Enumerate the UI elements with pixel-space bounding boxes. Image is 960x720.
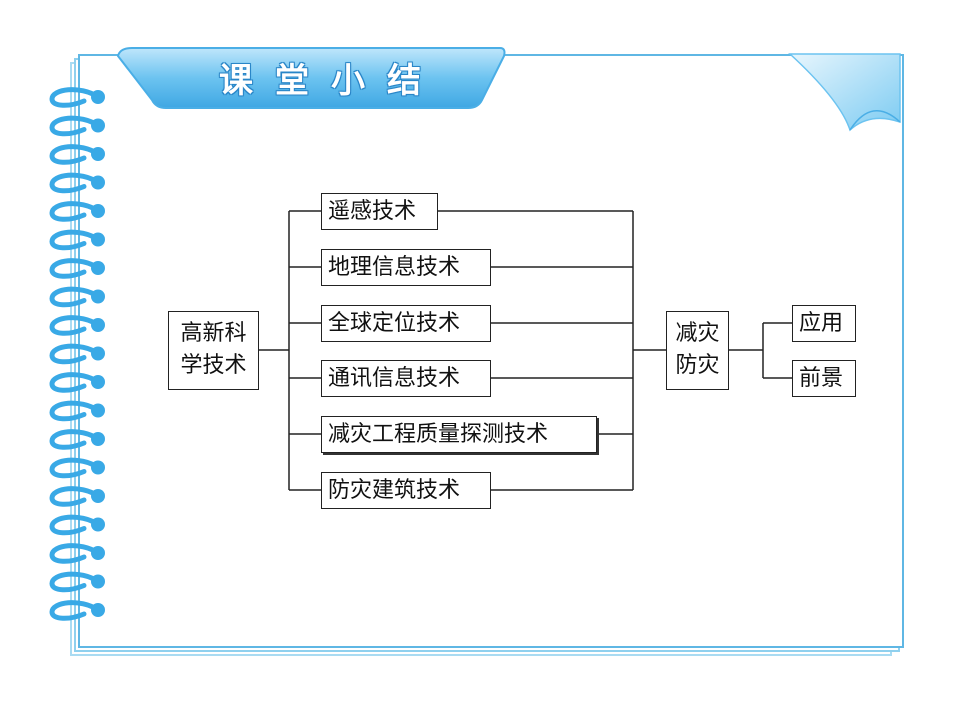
binding-ring-icon — [49, 372, 101, 393]
tech-node-quality-detection: 减灾工程质量探测技术 — [321, 416, 597, 453]
spiral-binding-rings — [49, 87, 105, 621]
binding-ring-icon — [49, 457, 101, 479]
tech-node-gis: 地理信息技术 — [321, 249, 491, 286]
binding-hole-icon — [91, 261, 105, 275]
tech-node-gps: 全球定位技术 — [321, 305, 491, 342]
binding-hole-icon — [91, 574, 105, 589]
root-label-line1: 高新科 — [180, 321, 247, 346]
binding-hole-icon — [91, 403, 105, 418]
binding-ring-icon — [49, 229, 101, 251]
binding-ring-icon — [49, 286, 101, 308]
binding-hole-icon — [91, 603, 105, 617]
binding-hole-icon — [91, 147, 105, 161]
binding-hole-icon — [91, 346, 105, 361]
tech-node-construction: 防灾建筑技术 — [321, 472, 491, 509]
binding-ring-icon — [49, 400, 101, 422]
binding-ring-icon — [49, 571, 101, 593]
target-label-line1: 减灾 — [675, 321, 720, 346]
root-label-line2: 学技术 — [180, 353, 247, 378]
binding-hole-icon — [91, 204, 105, 218]
binding-hole-icon — [91, 318, 105, 332]
tech-node-remote-sensing: 遥感技术 — [321, 193, 438, 230]
binding-hole-icon — [91, 375, 105, 389]
outcome-node-prospect: 前景 — [792, 360, 856, 397]
outcome-node-application: 应用 — [792, 305, 856, 342]
binding-ring-icon — [49, 144, 101, 165]
binding-hole-icon — [91, 432, 105, 446]
binding-hole-icon — [91, 546, 105, 560]
binding-ring-icon — [49, 543, 101, 564]
binding-ring-icon — [49, 258, 101, 279]
binding-ring-icon — [49, 172, 101, 194]
binding-ring-icon — [49, 115, 101, 137]
binding-hole-icon — [91, 118, 105, 133]
binding-ring-icon — [49, 315, 101, 336]
title-tab-shape — [116, 47, 506, 109]
binding-hole-icon — [91, 175, 105, 190]
binding-ring-icon — [49, 201, 101, 222]
binding-hole-icon — [91, 90, 105, 104]
binding-ring-icon — [49, 429, 101, 450]
binding-hole-icon — [91, 460, 105, 475]
binding-ring-icon — [49, 87, 101, 108]
binding-hole-icon — [91, 517, 105, 532]
binding-ring-icon — [49, 514, 101, 536]
root-node: 高新科 学技术 — [168, 311, 259, 390]
binding-ring-icon — [49, 343, 101, 365]
target-label-line2: 防灾 — [675, 353, 720, 378]
title-tab: 课堂小结 — [150, 46, 490, 108]
binding-hole-icon — [91, 489, 105, 503]
tech-node-communication: 通讯信息技术 — [321, 360, 491, 397]
target-node: 减灾 防灾 — [666, 311, 729, 390]
binding-ring-icon — [49, 486, 101, 507]
binding-hole-icon — [91, 289, 105, 304]
binding-ring-icon — [49, 600, 101, 621]
page-title: 课堂小结 — [219, 60, 443, 101]
binding-hole-icon — [91, 232, 105, 247]
